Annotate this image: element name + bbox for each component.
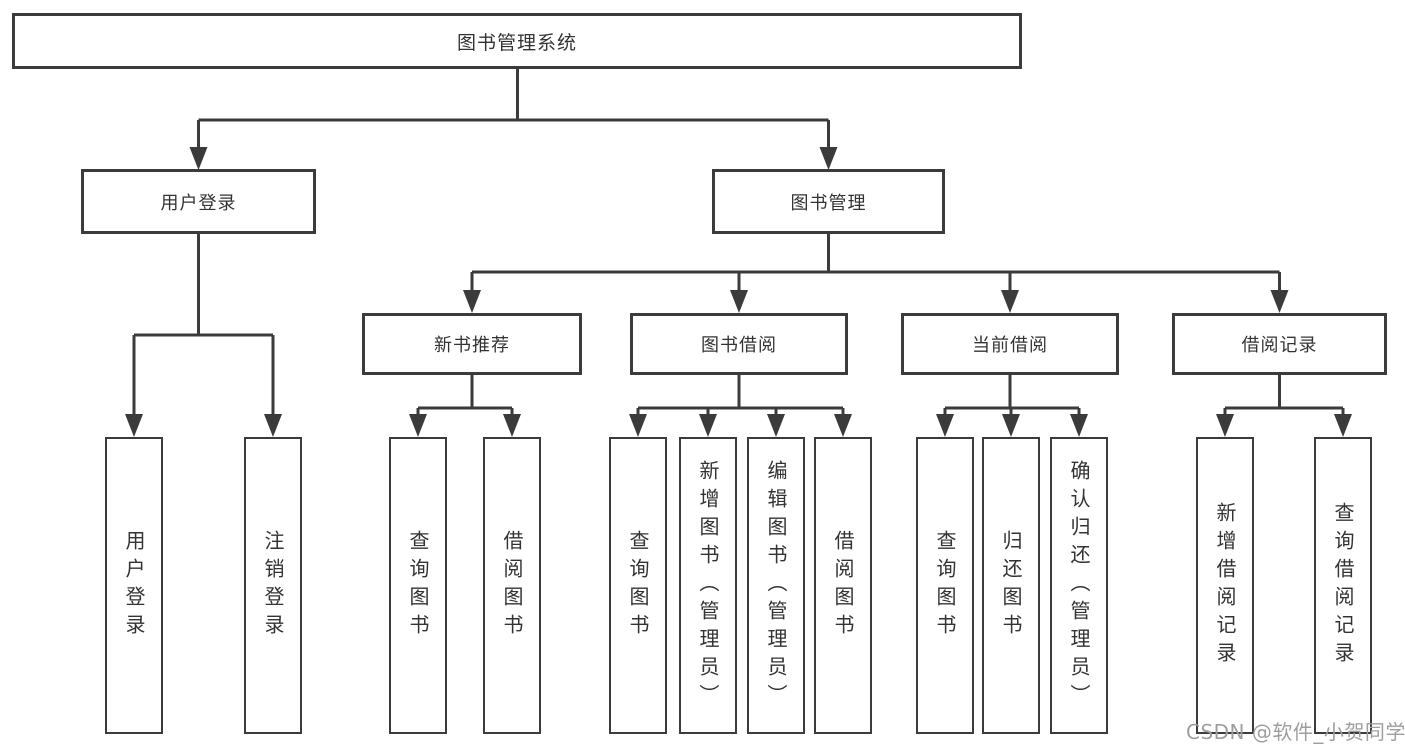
- node-root-system: 图书管理系统: [12, 13, 1022, 69]
- leaf-borrow-query-book: 查询图书: [609, 437, 667, 734]
- leaf-borrow-edit-book-admin: 编辑图书（管理员）: [747, 437, 805, 734]
- node-borrow-records-label: 借阅记录: [1241, 335, 1318, 356]
- node-new-book-recommend: 新书推荐: [362, 313, 582, 375]
- node-book-management-label: 图书管理: [790, 192, 867, 214]
- leaf-current-confirm-return-admin: 确认归还（管理员）: [1050, 437, 1108, 734]
- leaf-newbook-borrow-book: 借阅图书: [483, 437, 541, 734]
- leaf-borrow-add-book-admin-label: 新增图书（管理员）: [696, 459, 720, 712]
- leaf-logout-label: 注销登录: [261, 529, 285, 642]
- node-root-system-label: 图书管理系统: [456, 31, 577, 54]
- csdn-watermark: CSDN @软件_小贺同学: [1186, 720, 1405, 744]
- leaf-newbook-query-book: 查询图书: [389, 437, 447, 734]
- leaf-record-query-label: 查询借阅记录: [1331, 501, 1355, 670]
- leaf-current-return-book-label: 归还图书: [999, 529, 1023, 642]
- leaf-logout: 注销登录: [244, 437, 302, 734]
- leaf-newbook-borrow-book-label: 借阅图书: [500, 529, 524, 642]
- leaf-newbook-query-book-label: 查询图书: [406, 529, 430, 642]
- leaf-borrow-borrow-book: 借阅图书: [814, 437, 872, 734]
- leaf-record-add: 新增借阅记录: [1196, 437, 1254, 734]
- node-book-management: 图书管理: [712, 169, 945, 234]
- node-current-borrowing-label: 当前借阅: [972, 335, 1048, 356]
- node-new-book-recommend-label: 新书推荐: [434, 335, 510, 356]
- leaf-current-confirm-return-admin-label: 确认归还（管理员）: [1067, 459, 1091, 712]
- leaf-borrow-borrow-book-label: 借阅图书: [831, 529, 855, 642]
- node-book-borrowing-label: 图书借阅: [701, 335, 777, 356]
- leaf-borrow-add-book-admin: 新增图书（管理员）: [679, 437, 737, 734]
- node-book-borrowing: 图书借阅: [630, 313, 848, 375]
- leaf-borrow-query-book-label: 查询图书: [626, 529, 650, 642]
- leaf-record-add-label: 新增借阅记录: [1213, 501, 1237, 670]
- leaf-current-query-book-label: 查询图书: [933, 529, 957, 642]
- node-borrow-records: 借阅记录: [1172, 313, 1387, 375]
- leaf-record-query: 查询借阅记录: [1314, 437, 1372, 734]
- node-current-borrowing: 当前借阅: [901, 313, 1119, 375]
- leaf-borrow-edit-book-admin-label: 编辑图书（管理员）: [764, 459, 788, 712]
- leaf-user-login-label: 用户登录: [122, 529, 146, 642]
- leaf-current-return-book: 归还图书: [982, 437, 1040, 734]
- node-user-login-label: 用户登录: [160, 192, 237, 214]
- leaf-user-login: 用户登录: [105, 437, 163, 734]
- node-user-login: 用户登录: [81, 169, 316, 234]
- leaf-current-query-book: 查询图书: [916, 437, 974, 734]
